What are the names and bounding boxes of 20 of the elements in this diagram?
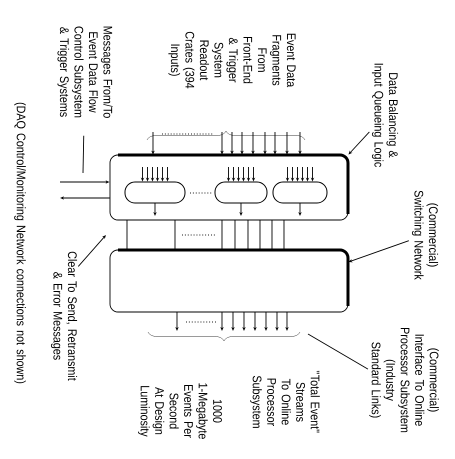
annotation-text: "Total Event" Streams To Online Processor Subsystem	[250, 370, 320, 433]
leader-line	[78, 235, 106, 267]
pill-shape	[214, 182, 268, 204]
leader-line	[82, 135, 84, 174]
annotation-text: Clear To Send, Retransmit & Error Messages	[50, 252, 78, 381]
leader-line	[308, 334, 368, 370]
connector-line	[174, 220, 176, 250]
connector-line	[126, 220, 128, 250]
annotation-text: (Commercial) Interface To Online Processor Subsystem (Industry Standard Links)	[369, 328, 439, 432]
pill-shape	[272, 182, 328, 204]
rounded-box	[110, 248, 350, 312]
annotation-text: (Commercial) Switching Network	[412, 190, 438, 280]
annotation-text: 1000 1-Megabyte Events Per Second At Design Luminosity	[138, 383, 222, 439]
pill-shape	[124, 182, 186, 204]
connector-line	[234, 220, 236, 250]
rounded-box	[110, 154, 350, 220]
annotation-text: Event Data Fragments From Front-End & Trigger System Readout Crates (394 Inputs)	[168, 32, 296, 88]
annotation-text: Data Balancing & Input Queueing Logic	[372, 64, 398, 167]
caption: (DAQ Control/Monitoring Network connections not shown)	[14, 102, 26, 384]
annotation-text: Messages From/To Event Data Flow Control Subsystem & Trigger Systems	[57, 26, 113, 118]
